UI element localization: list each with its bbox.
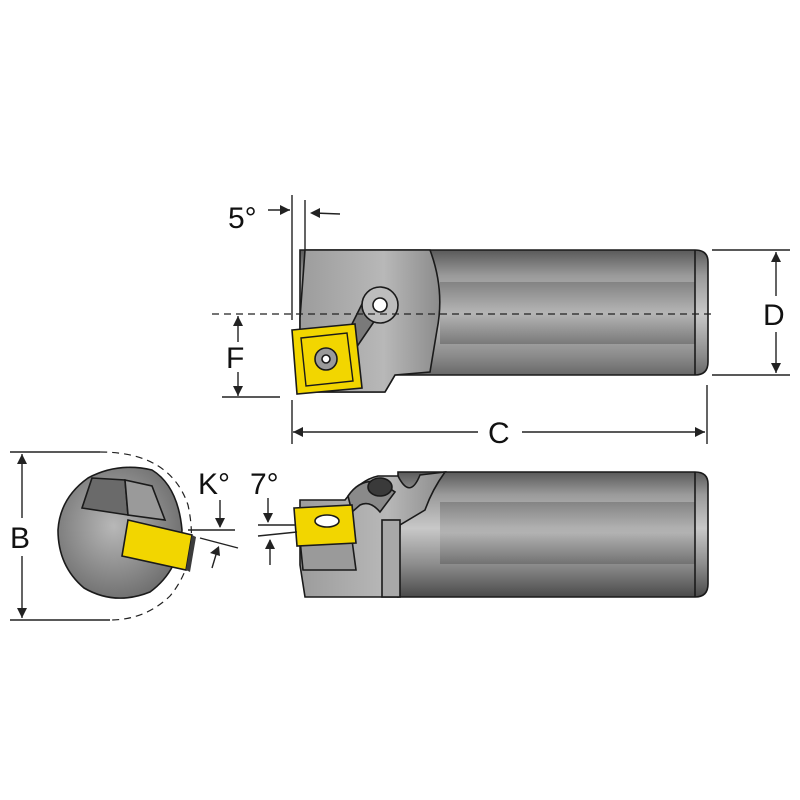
end-view: B K° bbox=[10, 451, 239, 621]
top-view: 5° F D C bbox=[212, 195, 790, 450]
dim-b-label: B bbox=[10, 522, 30, 555]
end-insert-shadow bbox=[186, 535, 196, 572]
side-neck bbox=[381, 519, 401, 598]
dim-c-label: C bbox=[488, 417, 510, 450]
side-clamp-pin bbox=[367, 477, 393, 497]
dim-d-label: D bbox=[763, 299, 785, 332]
top-insert-screw bbox=[321, 354, 331, 364]
top-shank-flat bbox=[440, 282, 695, 344]
dim-f-label: F bbox=[226, 342, 244, 375]
angle-k-label: K° bbox=[198, 468, 230, 501]
angle-side-label: 7° bbox=[250, 468, 279, 501]
angle-top-label: 5° bbox=[228, 202, 257, 235]
end-seat bbox=[124, 478, 167, 521]
top-insert-pocket bbox=[300, 332, 354, 387]
side-insert-hole bbox=[314, 514, 340, 528]
side-shank-flat bbox=[440, 502, 695, 564]
side-view: 7° bbox=[250, 468, 709, 598]
top-clamp-screw bbox=[372, 297, 388, 313]
end-swing-arc bbox=[99, 451, 193, 621]
